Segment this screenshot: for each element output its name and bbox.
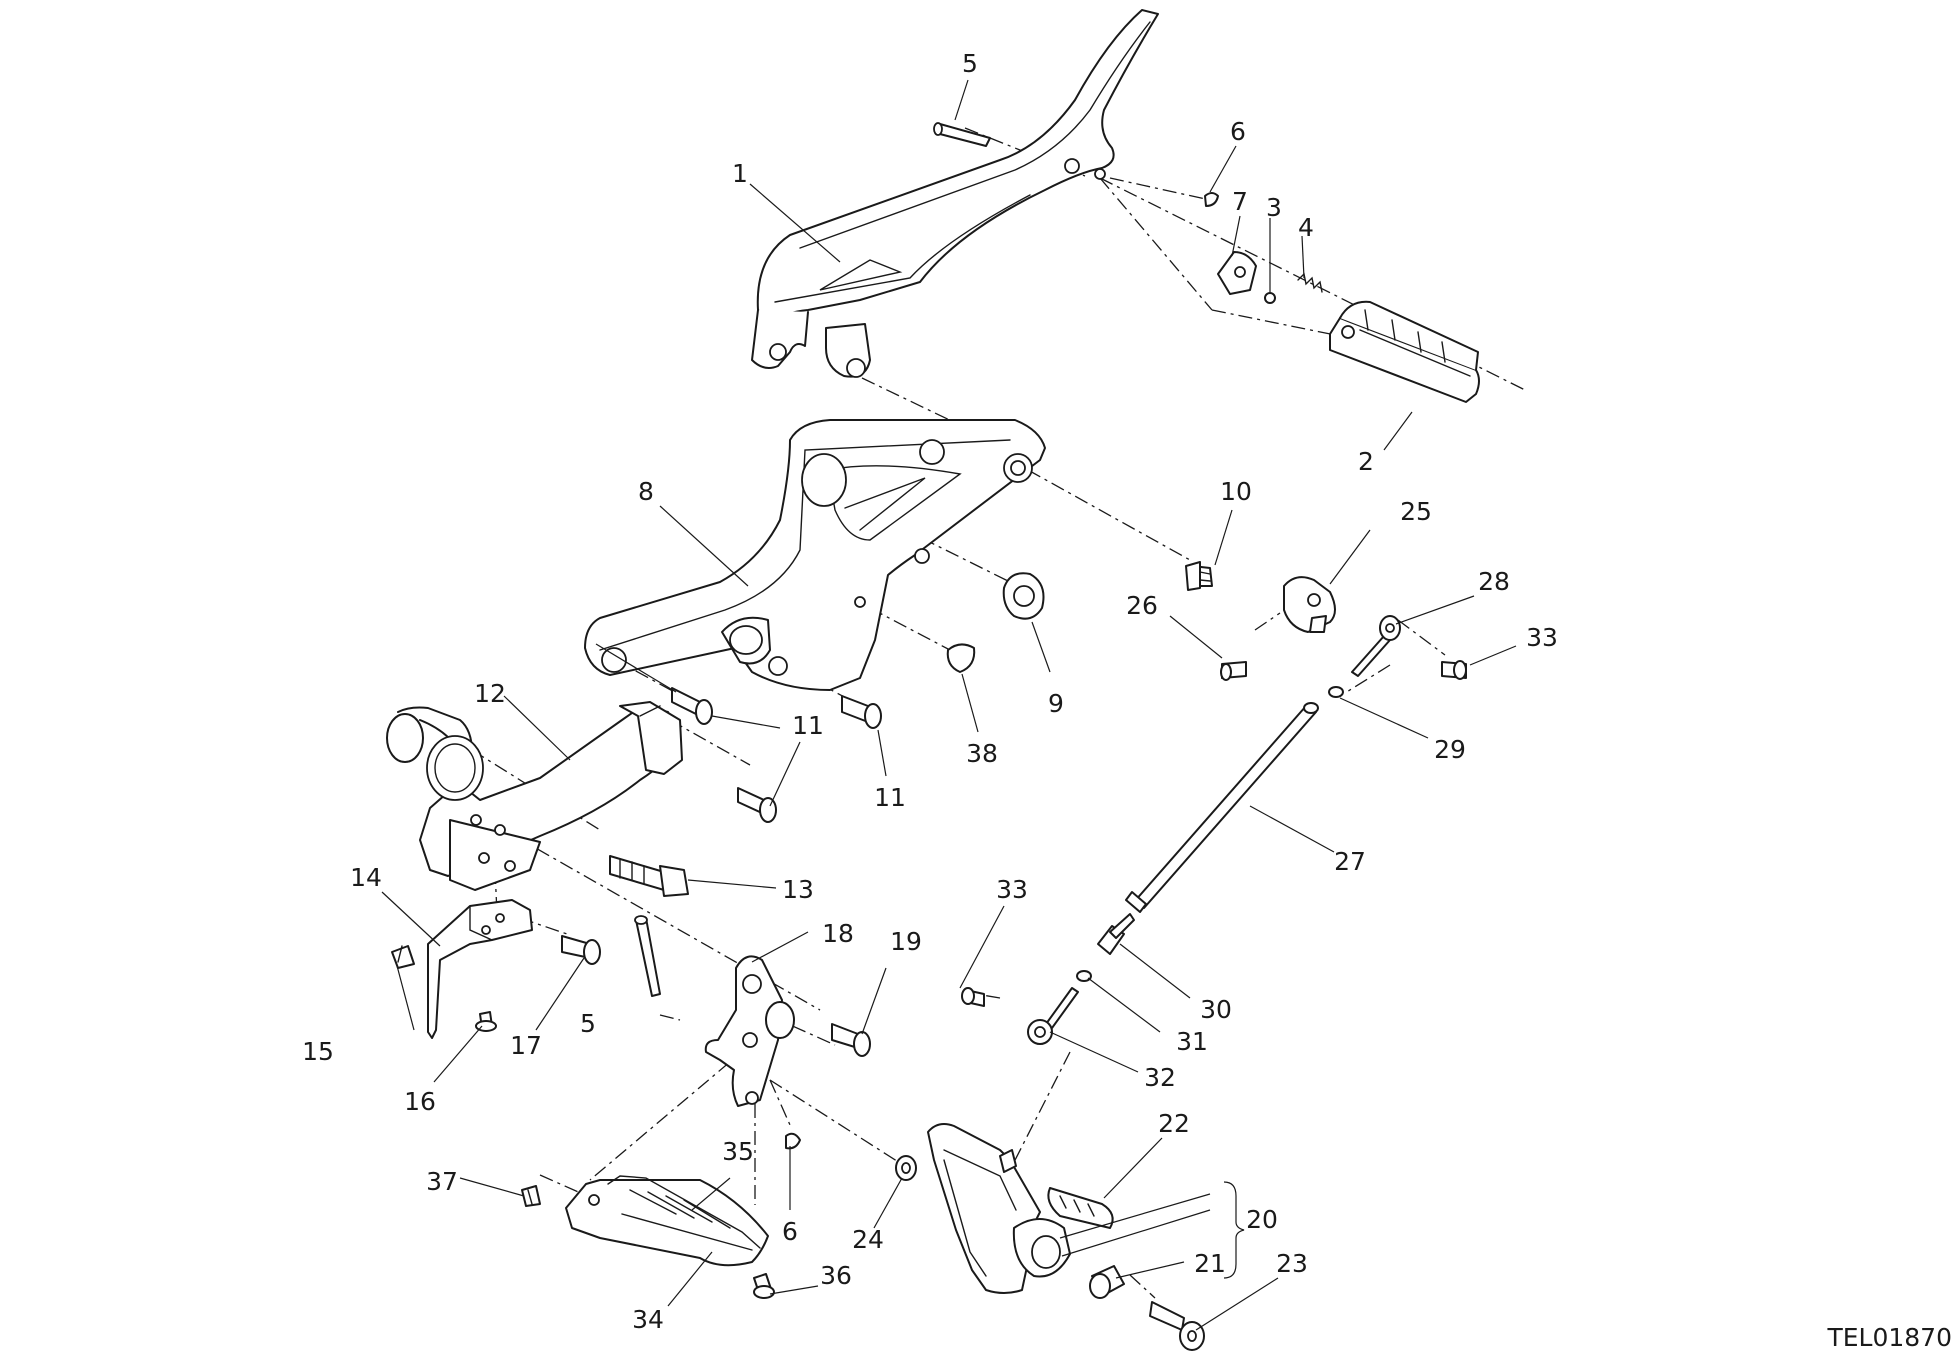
callout-25: 25 <box>1400 497 1432 526</box>
callout-15: 15 <box>302 1037 334 1066</box>
callout-11b: 11 <box>874 783 906 812</box>
callout-1: 1 <box>732 159 748 188</box>
part-36-screw <box>753 1273 775 1299</box>
callout-12: 12 <box>474 679 506 708</box>
part-17-screw <box>561 935 601 965</box>
part-4-spring <box>1297 272 1323 293</box>
callout-32: 32 <box>1144 1063 1176 1092</box>
callout-21: 21 <box>1194 1249 1226 1278</box>
callout-2: 2 <box>1358 447 1374 476</box>
drawing-code: TEL01870 <box>1826 1323 1952 1352</box>
callout-3: 3 <box>1266 193 1282 222</box>
part-16-screw <box>475 1011 497 1032</box>
part-1-heel-guard <box>751 9 1159 378</box>
callout-7: 7 <box>1232 187 1248 216</box>
part-23-bolt <box>1149 1301 1205 1351</box>
part-37-screw <box>521 1185 541 1207</box>
callout-30: 30 <box>1200 995 1232 1024</box>
part-5-pin-top <box>933 122 991 147</box>
callout-18: 18 <box>822 919 854 948</box>
part-6-clip-lower <box>785 1132 801 1150</box>
callout-11: 11 <box>792 711 824 740</box>
callout-26: 26 <box>1126 591 1158 620</box>
callout-10: 10 <box>1220 477 1252 506</box>
part-11-screw-c <box>737 787 777 823</box>
callout-17: 17 <box>510 1031 542 1060</box>
callout-13: 13 <box>782 875 814 904</box>
part-3-ball <box>1264 292 1276 304</box>
part-33-screw-lower <box>961 987 985 1007</box>
callout-4: 4 <box>1298 213 1314 242</box>
part-6-clip-top <box>1204 192 1219 207</box>
part-10-screw <box>1185 561 1213 591</box>
part-2-rear-footpeg <box>1329 300 1480 403</box>
part-26-screw <box>1220 661 1247 681</box>
callout-16: 16 <box>404 1087 436 1116</box>
callout-6: 6 <box>1230 117 1246 146</box>
part-12-lower-bracket <box>386 701 683 891</box>
part-31-nut <box>1076 970 1092 982</box>
callout-22: 22 <box>1158 1109 1190 1138</box>
part-33-screw-top <box>1441 660 1467 680</box>
part-18-footpeg-mount <box>704 955 795 1107</box>
callout-27: 27 <box>1334 847 1366 876</box>
callout-20: 20 <box>1246 1205 1278 1234</box>
callout-33: 33 <box>1526 623 1558 652</box>
callout-33b: 33 <box>996 875 1028 904</box>
part-11-screw-a <box>671 687 713 725</box>
callout-35: 35 <box>722 1137 754 1166</box>
callout-5b: 5 <box>580 1009 596 1038</box>
part-34-front-footpeg <box>565 1175 769 1267</box>
callout-36: 36 <box>820 1261 852 1290</box>
leader-lines <box>381 79 1517 1331</box>
part-30-adapter <box>1097 913 1135 955</box>
callout-34: 34 <box>632 1305 664 1334</box>
callout-8: 8 <box>638 477 654 506</box>
callout-28: 28 <box>1478 567 1510 596</box>
part-28-rod-end <box>1351 615 1401 677</box>
part-25-joint <box>1283 576 1336 633</box>
callout-14: 14 <box>350 863 382 892</box>
part-20-gear-lever <box>927 1123 1071 1294</box>
part-21-bushing <box>1089 1265 1125 1299</box>
part-19-screw <box>831 1023 871 1057</box>
callout-29: 29 <box>1434 735 1466 764</box>
callout-6b: 6 <box>782 1217 798 1246</box>
part-9-bushing <box>1002 572 1045 620</box>
part-13-bolt <box>609 855 689 897</box>
part-7-detent <box>1217 251 1257 295</box>
part-5-pin-lower <box>634 915 661 997</box>
callout-24: 24 <box>852 1225 884 1254</box>
part-8-main-bracket <box>584 419 1046 691</box>
part-32-rod-end <box>1027 987 1079 1045</box>
part-11-screw-b <box>841 695 882 729</box>
callout-numbers: 1 2 3 4 5 6 7 8 9 10 25 26 28 33 11 11 3… <box>302 49 1952 1352</box>
callout-23: 23 <box>1276 1249 1308 1278</box>
part-29-nut <box>1328 686 1344 698</box>
callout-9: 9 <box>1048 689 1064 718</box>
callout-5: 5 <box>962 49 978 78</box>
part-24-washer <box>895 1155 917 1181</box>
part-38-cap <box>946 643 976 673</box>
part-15-clip <box>391 945 415 969</box>
callout-19: 19 <box>890 927 922 956</box>
part-27-shift-rod <box>1125 702 1319 913</box>
callout-37: 37 <box>426 1167 458 1196</box>
callout-38: 38 <box>966 739 998 768</box>
part-14-plate-bracket <box>427 899 533 1039</box>
part-22-lever-peg <box>1047 1187 1114 1229</box>
callout-31: 31 <box>1176 1027 1208 1056</box>
